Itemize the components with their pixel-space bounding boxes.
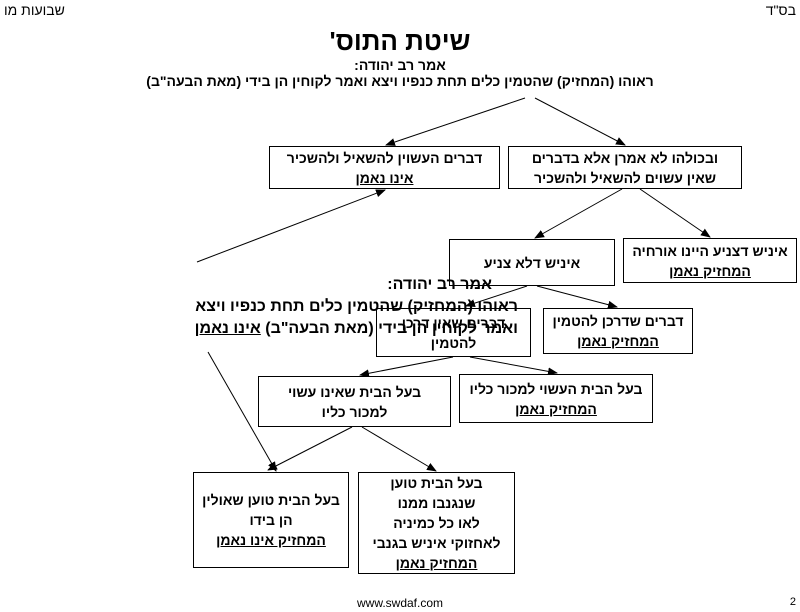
box-discreet-person-text: איניש דצניע היינו אורחיה: [632, 242, 788, 259]
box-claims-stolen-line1: בעל הבית טוען: [390, 475, 483, 491]
arrow-side-to-b9: [207, 351, 277, 472]
box-owner-seller: בעל הבית העשוי למכור כליו המחזיק נאמן: [459, 374, 653, 423]
box-not-usually-hidden-line2: להטמין: [430, 334, 477, 351]
side-note: אמר רב יהודה: ראוהו (המחזיק) שהטמין כלים…: [126, 274, 518, 340]
side-note-line3-prefix: ואמר לקוחין הן בידי (מאת הבעה"ב): [260, 320, 518, 337]
box-usually-hidden-verdict: המחזיק נאמן: [577, 333, 659, 349]
box-lending-items-verdict: אינו נאמן: [355, 169, 414, 186]
intro-line-2: ראוהו (המחזיק) שהטמין כלים תחת כנפיו ויצ…: [146, 73, 654, 89]
arrow-intro-to-b1: [385, 97, 526, 146]
header-left-text: שבועות מו: [4, 2, 65, 18]
box-not-for-lending: ובכולהו לא אמרן אלא בדברים שאין עשוים לה…: [508, 146, 742, 189]
box-usually-hidden: דברים שדרכן להטמין המחזיק נאמן: [543, 308, 693, 354]
arrow-b3-to-b6: [536, 285, 618, 309]
box-not-for-lending-line1: ובכולהו לא אמרן אלא בדברים: [531, 149, 719, 166]
box-not-discreet-person-text: איניש דלא צניע: [483, 254, 581, 271]
box-claims-stolen-line2: שנגנבו ממנו: [397, 495, 476, 511]
side-note-line3: ואמר לקוחין הן בידי (מאת הבעה"ב) אינו נא…: [126, 318, 518, 340]
box-claims-borrowed-line2: הן בידו: [249, 512, 293, 528]
arrow-b2-to-b4: [639, 188, 711, 238]
box-claims-stolen-verdict: המחזיק נאמן: [395, 555, 478, 571]
box-claims-stolen: בעל הבית טוען שנגנבו ממנו לאו כל כמיניה …: [358, 472, 515, 574]
box-owner-seller-text: בעל הבית העשוי למכור כליו: [469, 380, 643, 397]
arrow-b2-to-b3: [534, 188, 623, 239]
arrow-intro-to-b2: [534, 97, 626, 146]
arrow-b7-to-b9: [267, 426, 353, 471]
box-not-discreet-person: איניש דלא צניע: [449, 239, 615, 286]
box-owner-seller-verdict: המחזיק נאמן: [515, 400, 597, 417]
box-claims-stolen-line3: לאו כל כמיניה: [393, 515, 480, 531]
arrow-side-to-b1: [196, 189, 386, 263]
box-discreet-person: איניש דצניע היינו אורחיה המחזיק נאמן: [623, 238, 797, 283]
footer-url: www.swdaf.com: [356, 596, 444, 610]
box-lending-items-text: דברים העשוין להשאיל ולהשכיר: [286, 149, 483, 166]
box-claims-stolen-line4: לאחזוקי איניש בגנבי: [372, 535, 501, 551]
box-not-usually-hidden-line1: דברים שאין דרכן: [401, 314, 506, 331]
side-note-line1: אמר רב יהודה:: [387, 276, 492, 293]
box-claims-borrowed: בעל הבית טוען שאולין הן בידו המחזיק אינו…: [193, 472, 349, 568]
side-note-verdict: אינו נאמן: [194, 320, 261, 337]
box-owner-not-seller-line2: למכור כליו: [321, 403, 388, 420]
arrow-b5-to-b8: [469, 356, 558, 376]
box-owner-not-seller: בעל הבית שאינו עשוי למכור כליו: [258, 376, 451, 427]
box-usually-hidden-text: דברים שדרכן להטמין: [552, 313, 684, 329]
box-claims-borrowed-line1: בעל הבית טוען שאולין: [202, 492, 340, 508]
box-claims-borrowed-verdict: המחזיק אינו נאמן: [216, 532, 326, 548]
header-right-text: בס"ד: [765, 2, 796, 18]
arrow-b7-to-b10: [361, 426, 437, 472]
side-note-line2: ראוהו (המחזיק) שהטמין כלים תחת כנפיו ויצ…: [195, 298, 518, 315]
box-not-usually-hidden: דברים שאין דרכן להטמין: [376, 308, 531, 357]
intro-line-1: אמר רב יהודה:: [354, 57, 446, 73]
page-title: שיטת התוס': [329, 26, 471, 56]
box-owner-not-seller-line1: בעל הבית שאינו עשוי: [287, 383, 422, 400]
arrow-b3-to-b5: [465, 285, 528, 307]
box-not-for-lending-line2: שאין עשוים להשאיל ולהשכיר: [533, 169, 717, 186]
box-discreet-person-verdict: המחזיק נאמן: [669, 262, 751, 279]
box-lending-items: דברים העשוין להשאיל ולהשכיר אינו נאמן: [269, 146, 500, 189]
arrow-b5-to-b7: [359, 356, 454, 378]
page-number: 2: [789, 596, 796, 608]
